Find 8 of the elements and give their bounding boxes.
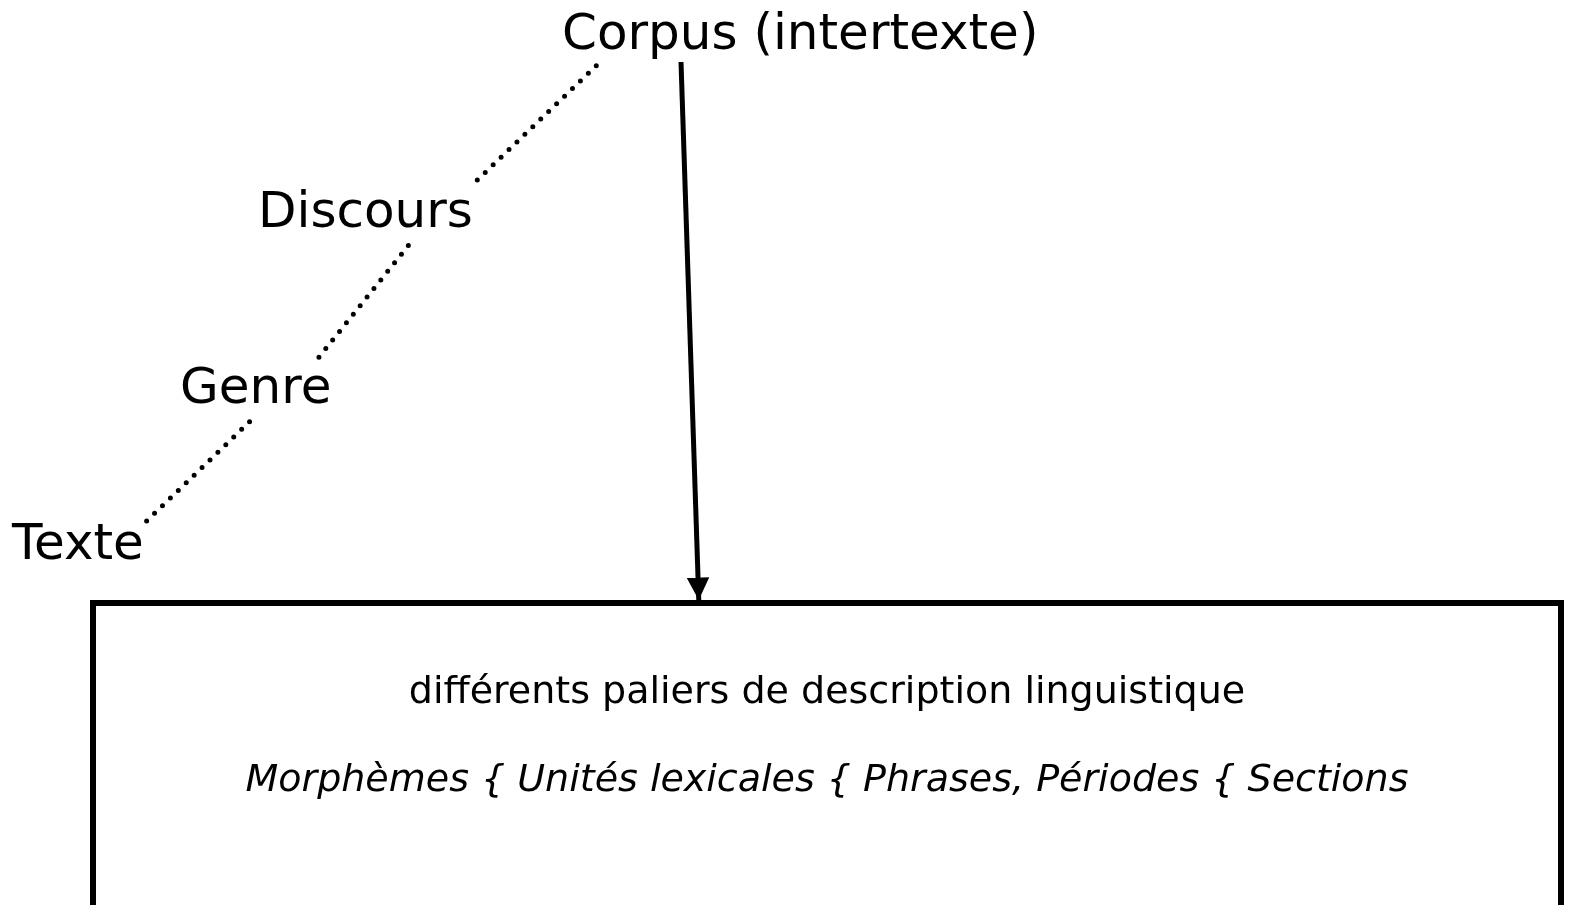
- content-box: [90, 600, 1564, 905]
- level-label: Corpus (intertexte): [562, 2, 1039, 62]
- level-label: Texte: [12, 512, 144, 572]
- level-label: Discours: [258, 180, 473, 240]
- levels-text: Morphèmes { Unités lexicales { Phrases, Périodes { Sections: [245, 755, 1409, 802]
- level-label: Genre: [180, 356, 332, 416]
- box-heading: différents paliers de description linguistique: [408, 668, 1246, 714]
- arrow: [678, 61, 710, 601]
